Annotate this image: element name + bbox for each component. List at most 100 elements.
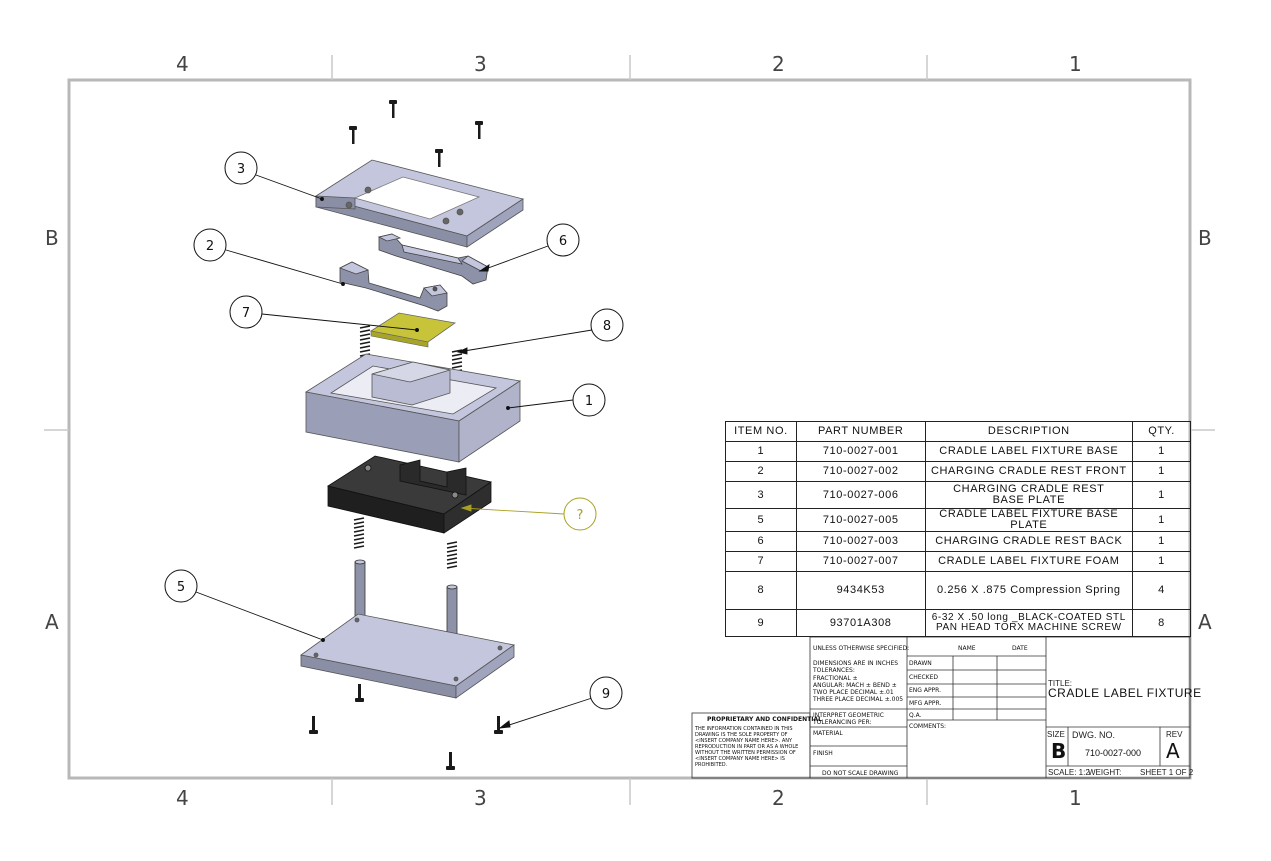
bom-cell: CHARGING CRADLE REST BACK (924, 531, 1134, 552)
bom-cell: CRADLE LABEL FIXTURE FOAM (924, 551, 1134, 572)
proprietary-text: THE INFORMATION CONTAINED IN THIS DRAWIN… (695, 726, 799, 768)
leader-lines (195, 174, 593, 729)
bom-cell: 3 (725, 481, 797, 509)
zone-label-bottom: 3 (474, 786, 487, 810)
bom-cell: CRADLE LABEL FIXTURE BASE (924, 441, 1134, 462)
bom-cell: 93701A308 (795, 609, 926, 637)
drawn-label: DRAWN (909, 660, 932, 667)
zone-label-top: 4 (176, 52, 189, 76)
date-header: DATE (1012, 645, 1028, 652)
balloon-label: ? (577, 508, 584, 523)
bom-cell: 0.256 X .875 Compression Spring (924, 571, 1134, 610)
scale-label: SCALE: 1:2 (1048, 768, 1090, 777)
part-1-fixture-base (304, 353, 522, 463)
balloon-label: 9 (602, 687, 610, 702)
balloon-8 (590, 308, 624, 342)
bom-row: 9 93701A308 6-32 X .50 long _BLACK-COATE… (725, 609, 1191, 637)
part-2-rest-front (339, 261, 448, 312)
zone-label-bottom: 1 (1069, 786, 1082, 810)
bom-cell: 1 (1132, 531, 1191, 552)
bom-row: 7 710-0027-007 CRADLE LABEL FIXTURE FOAM… (725, 551, 1191, 572)
no-scale-note: DO NOT SCALE DRAWING (822, 770, 899, 777)
bom-cell: CHARGING CRADLE REST BASE PLATE (924, 481, 1134, 509)
balloon-7 (229, 295, 263, 329)
bom-header: DESCRIPTION (924, 421, 1134, 442)
qa-label: Q.A. (909, 712, 922, 719)
drawing-number: 710-0027-000 (1085, 748, 1142, 758)
bom-cell: 6-32 X .50 long _BLACK-COATED STL PAN HE… (924, 609, 1134, 637)
part-black-base-plate (326, 455, 492, 534)
material-label: MATERIAL (813, 730, 843, 737)
bom-row: 6 710-0027-003 CHARGING CRADLE REST BACK… (725, 531, 1191, 552)
zone-label-top: 3 (474, 52, 487, 76)
balloon-2 (193, 228, 227, 262)
bom-header: ITEM NO. (725, 421, 797, 442)
zone-label-left: B (45, 226, 59, 250)
balloon-label: 2 (206, 239, 214, 254)
bom-cell: 710-0027-005 (795, 508, 926, 532)
bom-cell: 1 (1132, 481, 1191, 509)
bom-header: QTY. (1132, 421, 1191, 442)
zone-label-right: A (1198, 610, 1212, 634)
balloon-9 (589, 676, 623, 710)
bom-row: 5 710-0027-005 CRADLE LABEL FIXTURE BASE… (725, 508, 1191, 532)
balloon-5 (164, 569, 198, 603)
title-label: TITLE: (1048, 679, 1073, 688)
bom-row: 3 710-0027-006 CHARGING CRADLE REST BASE… (725, 481, 1191, 509)
lower-springs (353, 517, 458, 569)
bom-cell: 1 (1132, 508, 1191, 532)
bom-cell: CRADLE LABEL FIXTURE BASE PLATE (924, 508, 1134, 532)
bom-row: 8 9434K53 0.256 X .875 Compression Sprin… (725, 571, 1191, 610)
three-place-note: THREE PLACE DECIMAL ±.005 (813, 696, 904, 703)
bom-cell: 2 (725, 461, 797, 482)
balloon-label: 8 (603, 319, 611, 334)
balloon-label: 7 (242, 306, 250, 321)
bom-cell: 710-0027-002 (795, 461, 926, 482)
finish-label: FINISH (813, 750, 833, 757)
bom-cell: 5 (725, 508, 797, 532)
zone-label-right: B (1198, 226, 1212, 250)
part-5-base-plate (300, 613, 515, 699)
balloon-question (563, 497, 597, 531)
size-label: SIZE (1047, 730, 1065, 739)
fractional-note: FRACTIONAL ± (813, 675, 858, 682)
mfg-appr-label: MFG APPR. (909, 700, 942, 707)
part-7-foam (369, 312, 457, 348)
comments-label: COMMENTS: (909, 723, 947, 730)
bom-header: PART NUMBER (795, 421, 926, 442)
bom-cell: 710-0027-006 (795, 481, 926, 509)
upper-springs (359, 325, 463, 377)
bom-cell: 1 (725, 441, 797, 462)
bom-row: 2 710-0027-002 CHARGING CRADLE REST FRON… (725, 461, 1191, 482)
bom-cell: 6 (725, 531, 797, 552)
leader-line-highlight (460, 504, 565, 515)
sheet-size: B (1051, 739, 1067, 763)
unless-specified: UNLESS OTHERWISE SPECIFIED: (813, 645, 910, 652)
bom-cell: 8 (725, 571, 797, 610)
revision: A (1166, 739, 1180, 763)
bom-cell: 710-0027-001 (795, 441, 926, 462)
zone-label-bottom: 4 (176, 786, 189, 810)
dwg-no-label: DWG. NO. (1072, 730, 1115, 740)
dimensions-note: DIMENSIONS ARE IN INCHES (813, 660, 899, 667)
balloon-label: 6 (559, 234, 567, 249)
bill-of-materials: ITEM NO. PART NUMBER DESCRIPTION QTY. 1 … (725, 421, 1191, 637)
balloon-1 (572, 383, 606, 417)
name-header: NAME (958, 645, 976, 652)
zone-label-top: 2 (772, 52, 785, 76)
proprietary-title: PROPRIETARY AND CONFIDENTIAL (707, 716, 822, 723)
balloon-6 (546, 223, 580, 257)
bom-cell: 8 (1132, 609, 1191, 637)
bom-cell: 1 (1132, 441, 1191, 462)
drawing-title: CRADLE LABEL FIXTURE (1048, 686, 1202, 700)
rev-label: REV (1166, 730, 1183, 739)
zone-label-left: A (45, 610, 59, 634)
bom-cell: 9434K53 (795, 571, 926, 610)
top-screws (349, 100, 483, 167)
bom-cell: 4 (1132, 571, 1191, 610)
eng-appr-label: ENG APPR. (909, 687, 942, 694)
interpret-note: INTERPRET GEOMETRIC TOLERANCING PER: (813, 712, 884, 726)
bom-cell: 9 (725, 609, 797, 637)
angular-note: ANGULAR: MACH ± BEND ± (813, 682, 897, 689)
balloon-3 (224, 151, 258, 185)
